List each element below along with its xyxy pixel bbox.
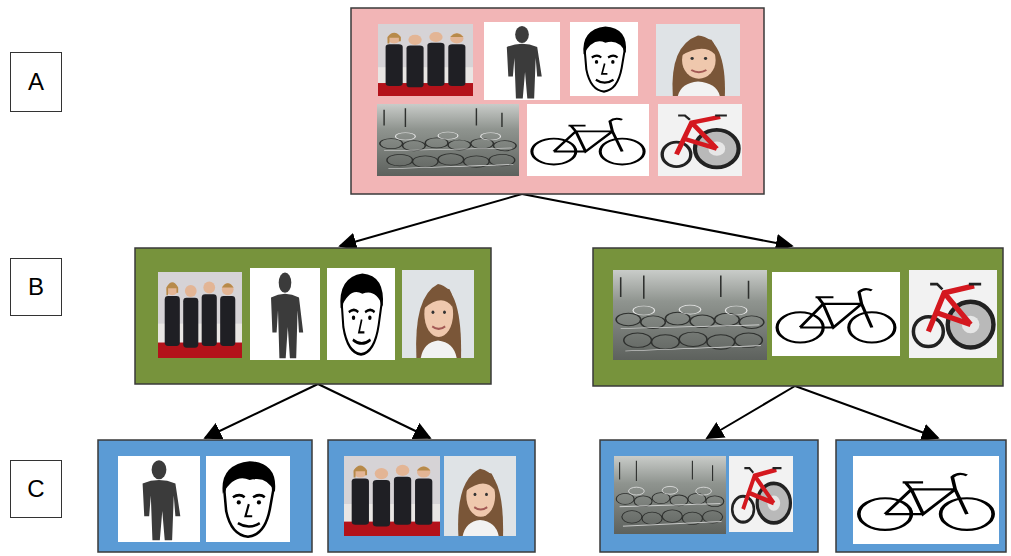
cluster-box	[593, 248, 1003, 386]
cluster-box	[600, 440, 818, 552]
level-letter: C	[27, 475, 44, 503]
cluster-box	[836, 440, 1006, 552]
cluster-box	[98, 440, 312, 552]
level-label-box: C	[10, 460, 62, 518]
cluster-box	[135, 248, 491, 384]
cluster-box	[328, 440, 535, 552]
level-label-box: A	[10, 52, 62, 112]
level-label-box: B	[10, 258, 62, 316]
level-letter: B	[28, 273, 44, 301]
level-letter: A	[28, 68, 44, 96]
hierarchy-arrow	[205, 194, 938, 438]
cluster-box	[351, 8, 764, 194]
